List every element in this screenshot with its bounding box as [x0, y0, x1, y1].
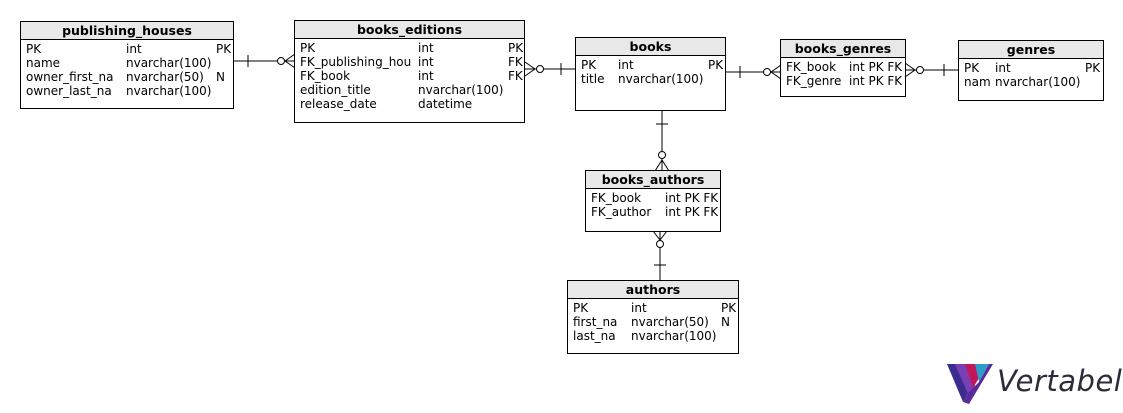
table-books-authors[interactable]: books_authors FK_book int PK FK FK_autho… — [585, 170, 721, 232]
column-name: FK_publishing_hou — [300, 55, 412, 69]
column-type: int — [418, 55, 434, 69]
table-title: books_genres — [781, 40, 905, 58]
column-type: nvarchar(50) — [126, 70, 204, 84]
column-type: datetime — [418, 97, 473, 111]
column-row[interactable]: name nvarchar(100) — [26, 56, 229, 70]
column-name: release_date — [300, 97, 377, 111]
table-title: books — [576, 38, 725, 56]
column-name: owner_last_na — [26, 84, 112, 98]
column-type: nvarchar(50) — [631, 315, 709, 329]
table-title: books_authors — [586, 171, 720, 189]
column-row[interactable]: edition_title nvarchar(100) — [300, 83, 520, 97]
column-type: nvarchar(100) — [418, 83, 504, 97]
column-key: N — [216, 70, 225, 84]
column-row[interactable]: title nvarchar(100) — [581, 72, 721, 86]
brand-name: Vertabelo — [997, 364, 1123, 398]
column-type: int PK FK — [849, 74, 903, 88]
column-type: int PK FK — [665, 205, 719, 219]
column-row[interactable]: FK_book int FK — [300, 69, 523, 83]
table-books-genres[interactable]: books_genres FK_book int PK FK FK_genre … — [780, 39, 906, 97]
column-row[interactable]: last_na nvarchar(100) — [573, 329, 734, 343]
column-key: PK — [216, 42, 232, 56]
column-name: edition_title — [300, 83, 371, 97]
column-row[interactable]: FK_book int PK FK — [786, 60, 903, 74]
column-type: int — [126, 42, 142, 56]
column-row[interactable]: owner_last_na nvarchar(100) — [26, 84, 229, 98]
column-row[interactable]: FK_publishing_hou int FK — [300, 55, 523, 69]
column-name: PK — [964, 61, 980, 75]
column-type: int — [418, 41, 434, 55]
column-row[interactable]: PK int PK — [573, 301, 737, 315]
vertabelo-logo-icon — [947, 364, 993, 404]
table-title: authors — [568, 281, 738, 299]
table-title: genres — [959, 41, 1103, 59]
column-name: FK_book — [786, 60, 837, 74]
column-row[interactable]: FK_book int PK FK — [591, 191, 719, 205]
column-name: first_na — [573, 315, 618, 329]
rel-books-books-genres — [725, 64, 782, 80]
column-name: nam — [964, 75, 991, 89]
column-type: nvarchar(100) — [618, 72, 704, 86]
table-genres[interactable]: genres PK int PK nam nvarchar(100) — [958, 40, 1104, 101]
column-type: int — [631, 301, 647, 315]
vertabelo-logo: Vertabelo — [945, 360, 1123, 406]
table-publishing-houses[interactable]: publishing_houses PK int PK name nvarcha… — [20, 21, 234, 109]
column-name: owner_first_na — [26, 70, 114, 84]
column-key: PK — [508, 41, 524, 55]
column-key: PK — [1085, 61, 1101, 75]
table-books[interactable]: books PK int PK title nvarchar(100) — [575, 37, 726, 111]
column-row[interactable]: FK_genre int PK FK — [786, 74, 903, 88]
column-type: int PK FK — [849, 60, 903, 74]
column-type: int PK FK — [665, 191, 719, 205]
rel-genres-books-genres — [904, 62, 959, 78]
column-row[interactable]: PK int PK — [581, 58, 724, 72]
column-name: FK_author — [591, 205, 652, 219]
column-key: PK — [721, 301, 737, 315]
column-name: FK_book — [591, 191, 642, 205]
column-row[interactable]: nam nvarchar(100) — [964, 75, 1099, 89]
column-name: PK — [26, 42, 42, 56]
column-name: title — [581, 72, 605, 86]
column-name: PK — [300, 41, 316, 55]
column-type: int — [418, 69, 434, 83]
column-row[interactable]: first_na nvarchar(50) N — [573, 315, 734, 329]
column-key: FK — [508, 69, 523, 83]
column-name: PK — [581, 58, 597, 72]
column-row[interactable]: PK int PK — [964, 61, 1101, 75]
rel-authors-books-authors — [652, 230, 668, 280]
table-title: publishing_houses — [21, 22, 233, 40]
column-type: nvarchar(100) — [126, 56, 212, 70]
column-type: nvarchar(100) — [995, 75, 1081, 89]
column-type: nvarchar(100) — [126, 84, 212, 98]
column-row[interactable]: release_date datetime — [300, 97, 520, 111]
column-name: FK_book — [300, 69, 351, 83]
column-row[interactable]: FK_author int PK FK — [591, 205, 719, 219]
column-key: N — [721, 315, 730, 329]
rel-books-books-editions — [524, 61, 576, 77]
column-key: PK — [708, 58, 724, 72]
column-type: int — [618, 58, 634, 72]
rel-publishing-houses-books-editions — [233, 53, 296, 69]
table-title: books_editions — [295, 21, 524, 39]
column-type: nvarchar(100) — [631, 329, 717, 343]
table-books-editions[interactable]: books_editions PK int PK FK_publishing_h… — [294, 20, 525, 123]
column-name: last_na — [573, 329, 616, 343]
column-row[interactable]: PK int PK — [26, 42, 232, 56]
column-name: PK — [573, 301, 589, 315]
table-authors[interactable]: authors PK int PK first_na nvarchar(50) … — [567, 280, 739, 354]
column-key: FK — [508, 55, 523, 69]
column-name: name — [26, 56, 61, 70]
column-type: int — [995, 61, 1011, 75]
column-row[interactable]: owner_first_na nvarchar(50) N — [26, 70, 229, 84]
column-row[interactable]: PK int PK — [300, 41, 524, 55]
column-name: FK_genre — [786, 74, 842, 88]
rel-books-books-authors — [654, 110, 670, 172]
